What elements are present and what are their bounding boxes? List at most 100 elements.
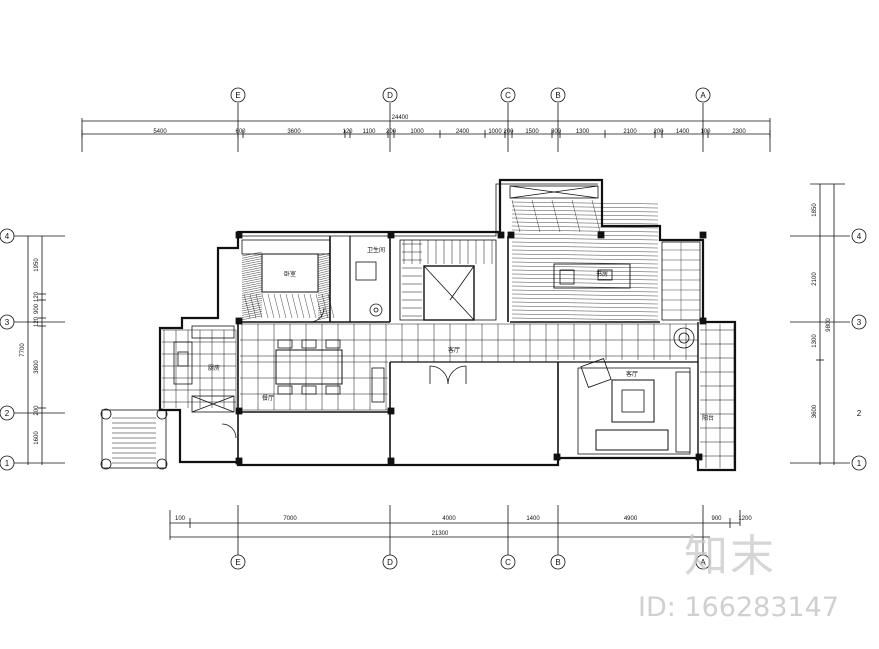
axis-right-label: 2 bbox=[857, 409, 862, 418]
hatch-line bbox=[317, 299, 331, 303]
hatch-line bbox=[315, 293, 323, 319]
top-dim-label: 1000 bbox=[488, 129, 502, 135]
hatch-line bbox=[241, 280, 263, 285]
left-dim-label: 1950 bbox=[34, 258, 40, 272]
hatch-line bbox=[511, 289, 659, 293]
hatch-line bbox=[317, 268, 331, 272]
hatch-line bbox=[511, 301, 659, 305]
hatch-line bbox=[511, 313, 659, 317]
hatch-line bbox=[241, 278, 263, 283]
hatch-line bbox=[511, 261, 659, 265]
hatch-line bbox=[241, 258, 263, 263]
hatch-line bbox=[511, 199, 521, 233]
hatch-line bbox=[511, 249, 659, 253]
axis-left-label: 4 bbox=[5, 232, 10, 241]
left-dim-label: 900 bbox=[34, 303, 40, 314]
top-dim-label: 100 bbox=[700, 129, 711, 135]
axis-left-label: 1 bbox=[5, 459, 10, 468]
hatch-line bbox=[241, 311, 263, 316]
hatch-line bbox=[241, 282, 263, 287]
hatch-line bbox=[317, 312, 331, 316]
hatch-line bbox=[511, 257, 659, 261]
hatch-line bbox=[317, 283, 331, 287]
hatch-line bbox=[317, 292, 331, 296]
hatch-line bbox=[317, 305, 331, 309]
hatch-line bbox=[241, 287, 263, 292]
hatch-line bbox=[309, 293, 317, 319]
hatch-line bbox=[511, 277, 659, 281]
right-dim-label: 1300 bbox=[812, 334, 818, 348]
hatch-line bbox=[317, 274, 331, 279]
hatch-line bbox=[241, 269, 263, 274]
room-label: 阳台 bbox=[702, 414, 714, 422]
hatch-line bbox=[317, 301, 331, 305]
hatch-line bbox=[511, 253, 659, 257]
right-total-label: 9800 bbox=[826, 318, 832, 332]
hatch-line bbox=[511, 201, 659, 205]
hatch-line bbox=[511, 309, 659, 313]
hatch-line bbox=[241, 306, 263, 312]
hatch-line bbox=[317, 296, 331, 301]
axis-top-label: C bbox=[505, 91, 511, 100]
left-dim-label: 1600 bbox=[34, 431, 40, 445]
hatch-line bbox=[511, 225, 659, 229]
hatch-line bbox=[267, 293, 275, 319]
axis-top-label: B bbox=[555, 91, 560, 100]
top-dim-label: 2300 bbox=[732, 129, 746, 135]
hatch-line bbox=[511, 213, 659, 217]
hatch-line bbox=[241, 313, 263, 318]
hatch-line bbox=[241, 298, 263, 303]
hatch-line bbox=[511, 305, 659, 309]
hatch-line bbox=[243, 293, 251, 319]
axis-bottom-label: B bbox=[555, 558, 560, 567]
room-label: 客厅 bbox=[448, 346, 460, 354]
hatch-line bbox=[317, 259, 331, 263]
hatch-line bbox=[317, 255, 331, 259]
hatch-line bbox=[241, 293, 263, 298]
axis-top-label: A bbox=[700, 91, 706, 100]
hatch-line bbox=[241, 273, 263, 279]
hatch-line bbox=[511, 209, 659, 213]
bottom-dim-label: 4000 bbox=[442, 516, 456, 522]
room-label: 厨房 bbox=[208, 364, 220, 372]
top-dim-label: 2100 bbox=[623, 129, 637, 135]
room-label: 书房 bbox=[596, 270, 608, 278]
hatch-line bbox=[317, 252, 331, 257]
hatch-line bbox=[285, 293, 293, 319]
hatch-line bbox=[511, 205, 659, 209]
hatch-line bbox=[303, 293, 311, 319]
hatch-line bbox=[317, 314, 331, 318]
hatch-line bbox=[511, 297, 659, 301]
hatch-line bbox=[317, 277, 331, 281]
top-dim-label: 1100 bbox=[363, 129, 377, 135]
hatch-line bbox=[531, 199, 541, 233]
hatch-line bbox=[511, 285, 659, 289]
bottom-dim-label: 4900 bbox=[624, 516, 638, 522]
left-dim-label: 3800 bbox=[34, 360, 40, 374]
room-label: 卫生间 bbox=[367, 246, 385, 254]
hatch-line bbox=[317, 270, 331, 274]
right-dim-label: 3600 bbox=[812, 404, 818, 418]
hatch-line bbox=[317, 285, 331, 290]
hatch-line bbox=[317, 294, 331, 298]
top-dim-label: 1400 bbox=[676, 129, 690, 135]
top-dim-label: 120 bbox=[342, 129, 353, 135]
top-dim-label: 1000 bbox=[410, 129, 424, 135]
axis-right-label: 3 bbox=[857, 318, 862, 327]
hatch-line bbox=[317, 281, 331, 285]
left-dim-label: 120 bbox=[34, 316, 40, 327]
axis-left-label: 2 bbox=[5, 409, 10, 418]
hatch-line bbox=[241, 256, 263, 261]
hatch-line bbox=[511, 269, 659, 273]
bottom-dim-label: 900 bbox=[711, 516, 722, 522]
hatch-line bbox=[591, 199, 601, 233]
hatch-line bbox=[273, 293, 281, 319]
top-dim-label: 5400 bbox=[153, 129, 167, 135]
bottom-dim-label: 100 bbox=[175, 516, 186, 522]
watermark-logo: 知末 bbox=[684, 531, 776, 582]
top-dim-label: 600 bbox=[235, 129, 246, 135]
hatch-line bbox=[241, 276, 263, 281]
hatch-line bbox=[511, 217, 659, 221]
hatch-line bbox=[317, 261, 331, 265]
hatch-line bbox=[321, 293, 329, 319]
